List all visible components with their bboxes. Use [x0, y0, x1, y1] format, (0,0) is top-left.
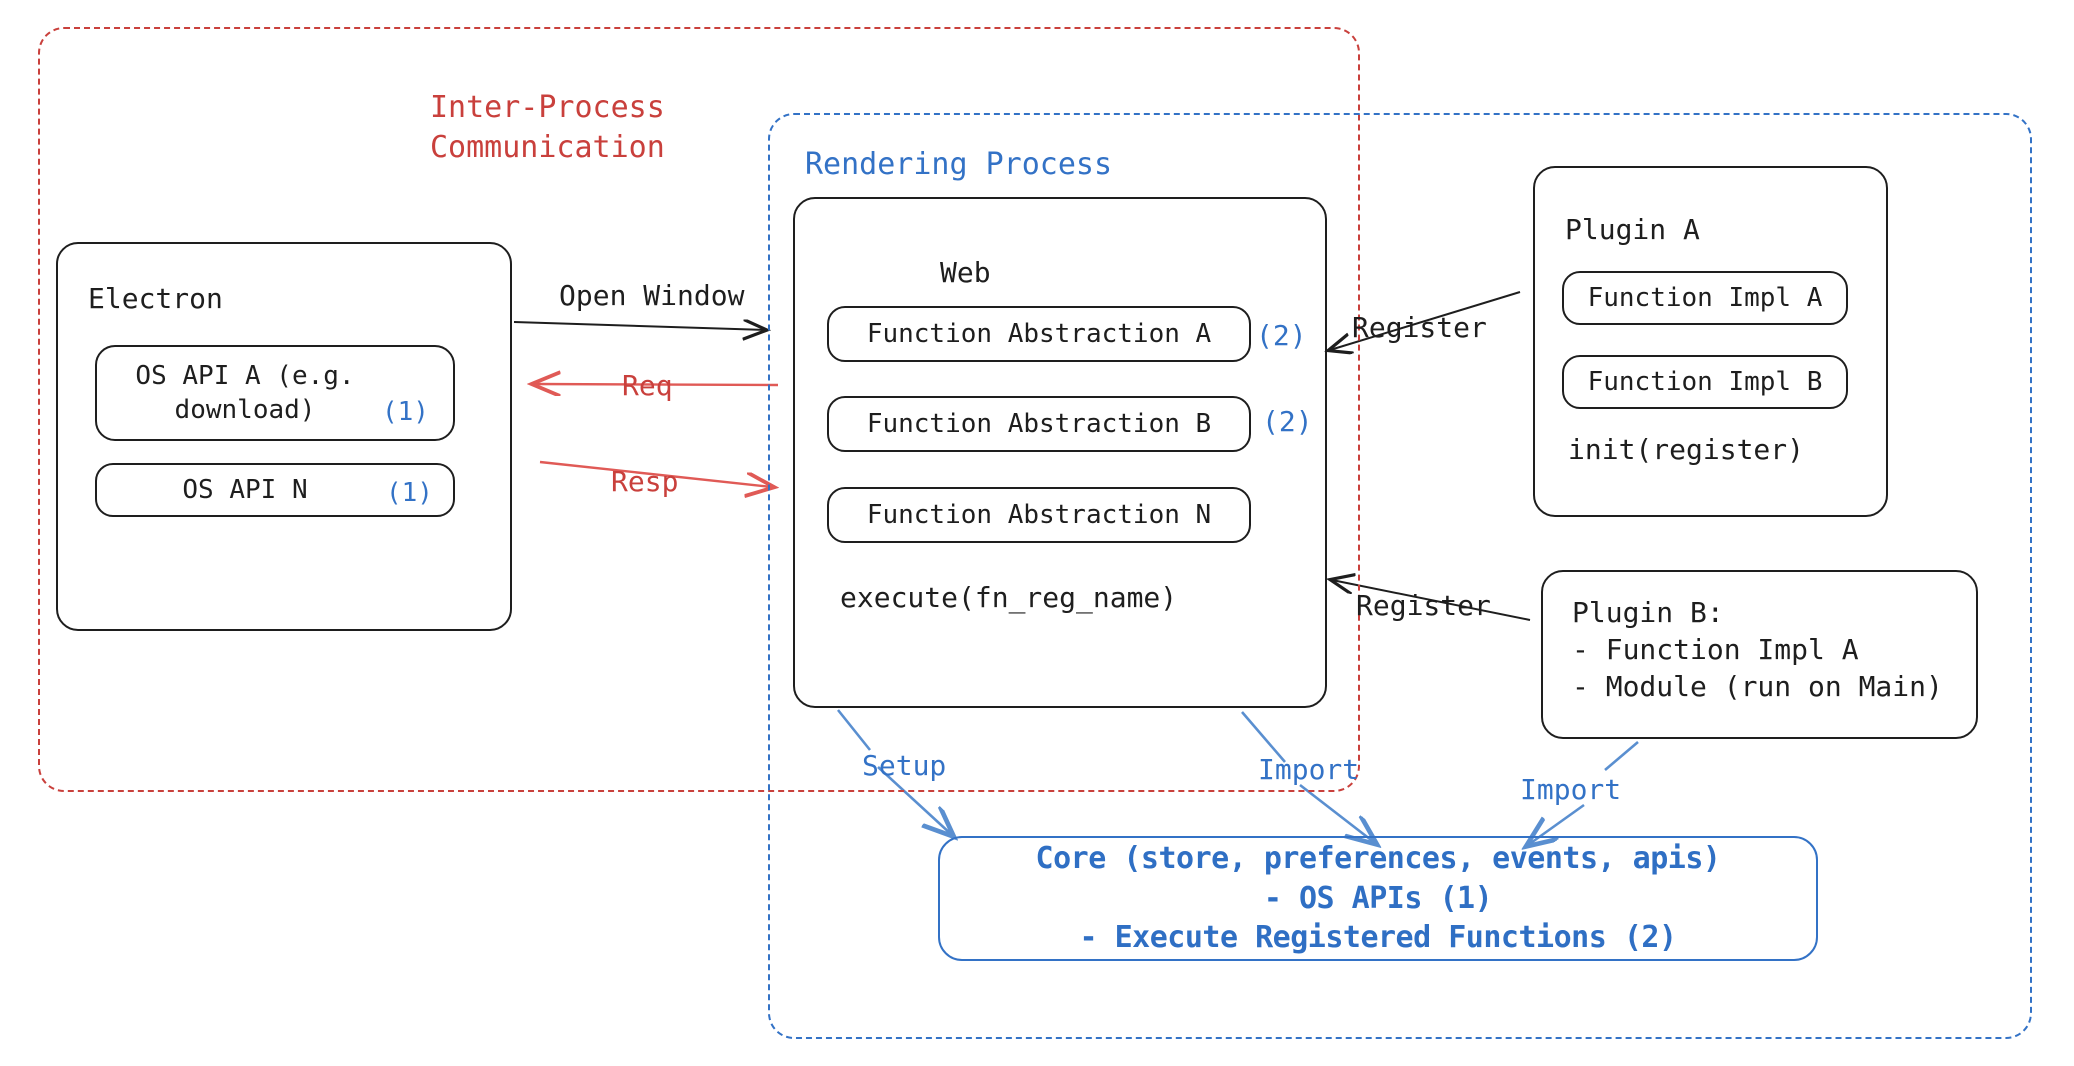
os-api-n-tag: (1)	[386, 478, 433, 508]
os-api-a-label: OS API A (e.g. download)	[135, 360, 355, 425]
edge-label-register-a: Register	[1352, 311, 1487, 344]
edge-label-req: Req	[622, 369, 673, 402]
function-impl-a-label: Function Impl A	[1587, 282, 1823, 313]
plugin-b-line-2: - Function Impl A	[1572, 632, 1859, 666]
os-api-a-tag: (1)	[382, 397, 429, 427]
function-abstraction-b-label: Function Abstraction B	[866, 408, 1212, 439]
plugin-b-node[interactable]	[1541, 570, 1978, 739]
function-abstraction-b-node[interactable]	[827, 396, 1251, 452]
core-line-1: Core (store, preferences, events, apis)	[1035, 840, 1721, 876]
edge-label-open-window: Open Window	[559, 279, 745, 312]
function-abstraction-a-label: Function Abstraction A	[866, 318, 1212, 349]
function-abstraction-n-label: Function Abstraction N	[866, 499, 1212, 530]
core-node[interactable]: Core (store, preferences, events, apis) …	[938, 836, 1818, 961]
core-line-3: - Execute Registered Functions (2)	[1079, 920, 1677, 956]
group-inter-process-communication	[38, 27, 1360, 792]
function-impl-b-label: Function Impl B	[1587, 366, 1823, 397]
function-impl-b-node[interactable]	[1562, 355, 1848, 409]
function-impl-a-node[interactable]	[1562, 271, 1848, 325]
web-node[interactable]	[793, 197, 1327, 708]
group-label-rendering-process: Rendering Process	[805, 147, 1113, 182]
electron-node[interactable]	[56, 242, 512, 631]
function-abstraction-n-node[interactable]	[827, 487, 1251, 543]
edge-label-register-b: Register	[1356, 589, 1491, 622]
os-api-n-label: OS API N	[182, 474, 308, 505]
web-title: Web	[940, 256, 991, 289]
os-api-a-node[interactable]	[95, 345, 455, 441]
os-api-n-node[interactable]	[95, 463, 455, 517]
web-execute-label: execute(fn_reg_name)	[840, 581, 1178, 614]
core-line-2: - OS APIs (1)	[1263, 880, 1493, 916]
plugin-a-title: Plugin A	[1565, 213, 1700, 246]
plugin-b-line-1: Plugin B:	[1572, 596, 1724, 629]
group-label-ipc: Inter-Process Communication	[430, 90, 665, 165]
edge-label-import-web: Import	[1258, 753, 1360, 786]
function-abstraction-a-tag: (2)	[1256, 319, 1307, 352]
plugin-b-lines: Plugin B:- Function Impl A- Module (run …	[1572, 595, 1943, 706]
function-abstraction-a-node[interactable]	[827, 306, 1251, 362]
plugin-b-line-3: - Module (run on Main)	[1572, 669, 1943, 703]
plugin-a-node[interactable]	[1533, 166, 1888, 517]
group-rendering-process	[768, 113, 2032, 1039]
edge-label-import-plugin: Import	[1520, 773, 1622, 806]
edge-label-setup: Setup	[862, 749, 947, 782]
electron-title: Electron	[88, 282, 223, 315]
plugin-a-init-label: init(register)	[1568, 433, 1805, 466]
edge-label-resp: Resp	[611, 465, 679, 498]
function-abstraction-b-tag: (2)	[1262, 405, 1313, 438]
